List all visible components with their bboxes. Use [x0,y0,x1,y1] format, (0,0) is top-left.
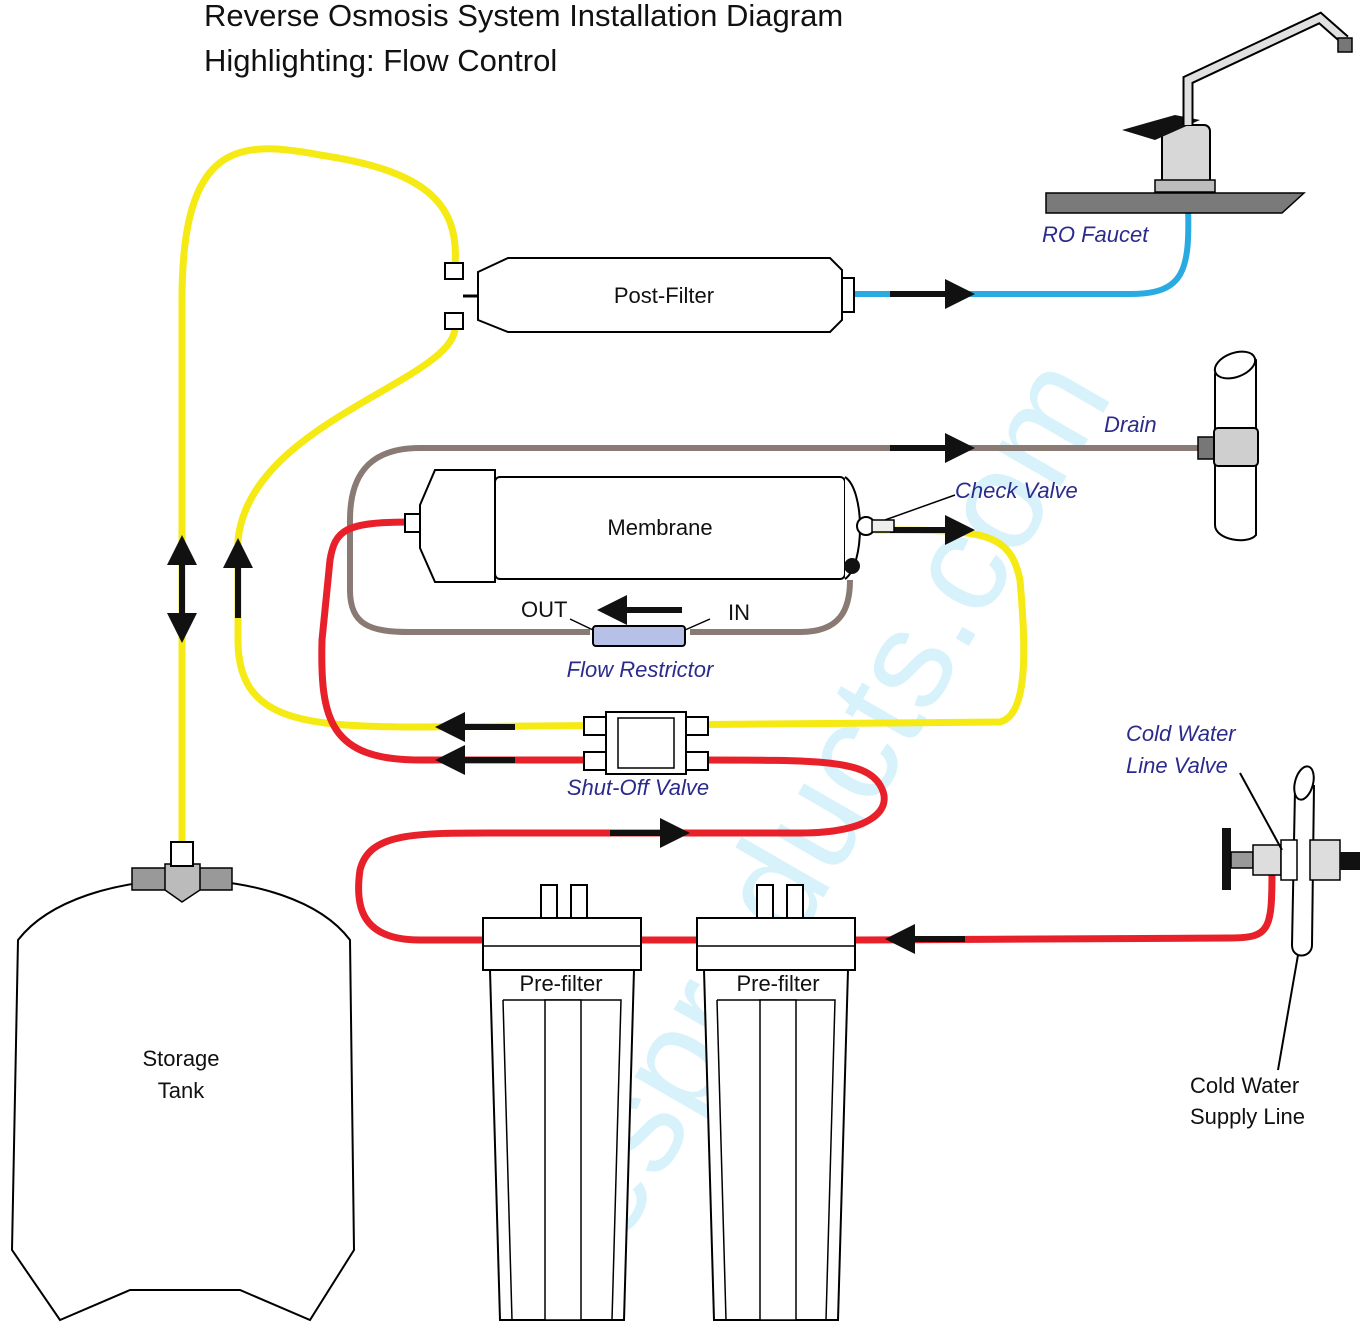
flow-arrows [167,279,975,954]
restrictor-out-label: OUT [521,597,567,622]
storage-tank-label-2: Tank [158,1078,205,1103]
post-filter-label: Post-Filter [614,283,714,308]
diagram-subtitle: Highlighting: Flow Control [204,43,557,78]
ro-faucet-label: RO Faucet [1042,222,1149,247]
line-valve-label-1: Cold Water [1126,721,1237,746]
faucet-tube [855,204,1192,297]
membrane-label: Membrane [607,515,712,540]
pre-filter-2 [696,884,856,1321]
drain-tube [347,445,1200,635]
check-valve-label: Check Valve [955,478,1078,503]
shut-off-valve-label: Shut-Off Valve [567,775,709,800]
ro-faucet [1045,11,1353,214]
product-to-postfilter-tube [234,324,1028,731]
storage-tank-label-1: Storage [142,1046,219,1071]
shut-off-valve [583,711,709,775]
supply-line-label-2: Supply Line [1190,1104,1305,1129]
check-valve [856,494,956,536]
cold-water-line-valve [1222,828,1360,890]
diagram-title: Reverse Osmosis System Installation Diag… [204,0,843,33]
drain-label: Drain [1104,412,1157,437]
supply-line-label-1: Cold Water [1190,1073,1299,1098]
flow-restrictor-label: Flow Restrictor [567,657,715,682]
feed-water-tube [318,518,1276,944]
line-valve-leader [1239,772,1283,851]
restrictor-in-label: IN [728,600,750,625]
pre-filter-1 [482,884,642,1321]
membrane-housing [404,469,861,583]
storage-tank [10,841,356,1322]
supply-line-leader [1277,954,1299,1071]
drain-pipe [1197,350,1259,542]
flow-restrictor [569,618,711,647]
cold-water-supply-pipe [1290,765,1315,957]
line-valve-label-2: Line Valve [1126,753,1228,778]
pre-filter-2-label: Pre-filter [736,971,819,996]
pre-filter-1-label: Pre-filter [519,971,602,996]
tank-to-postfilter-tube [178,145,459,845]
post-filter [444,257,855,333]
